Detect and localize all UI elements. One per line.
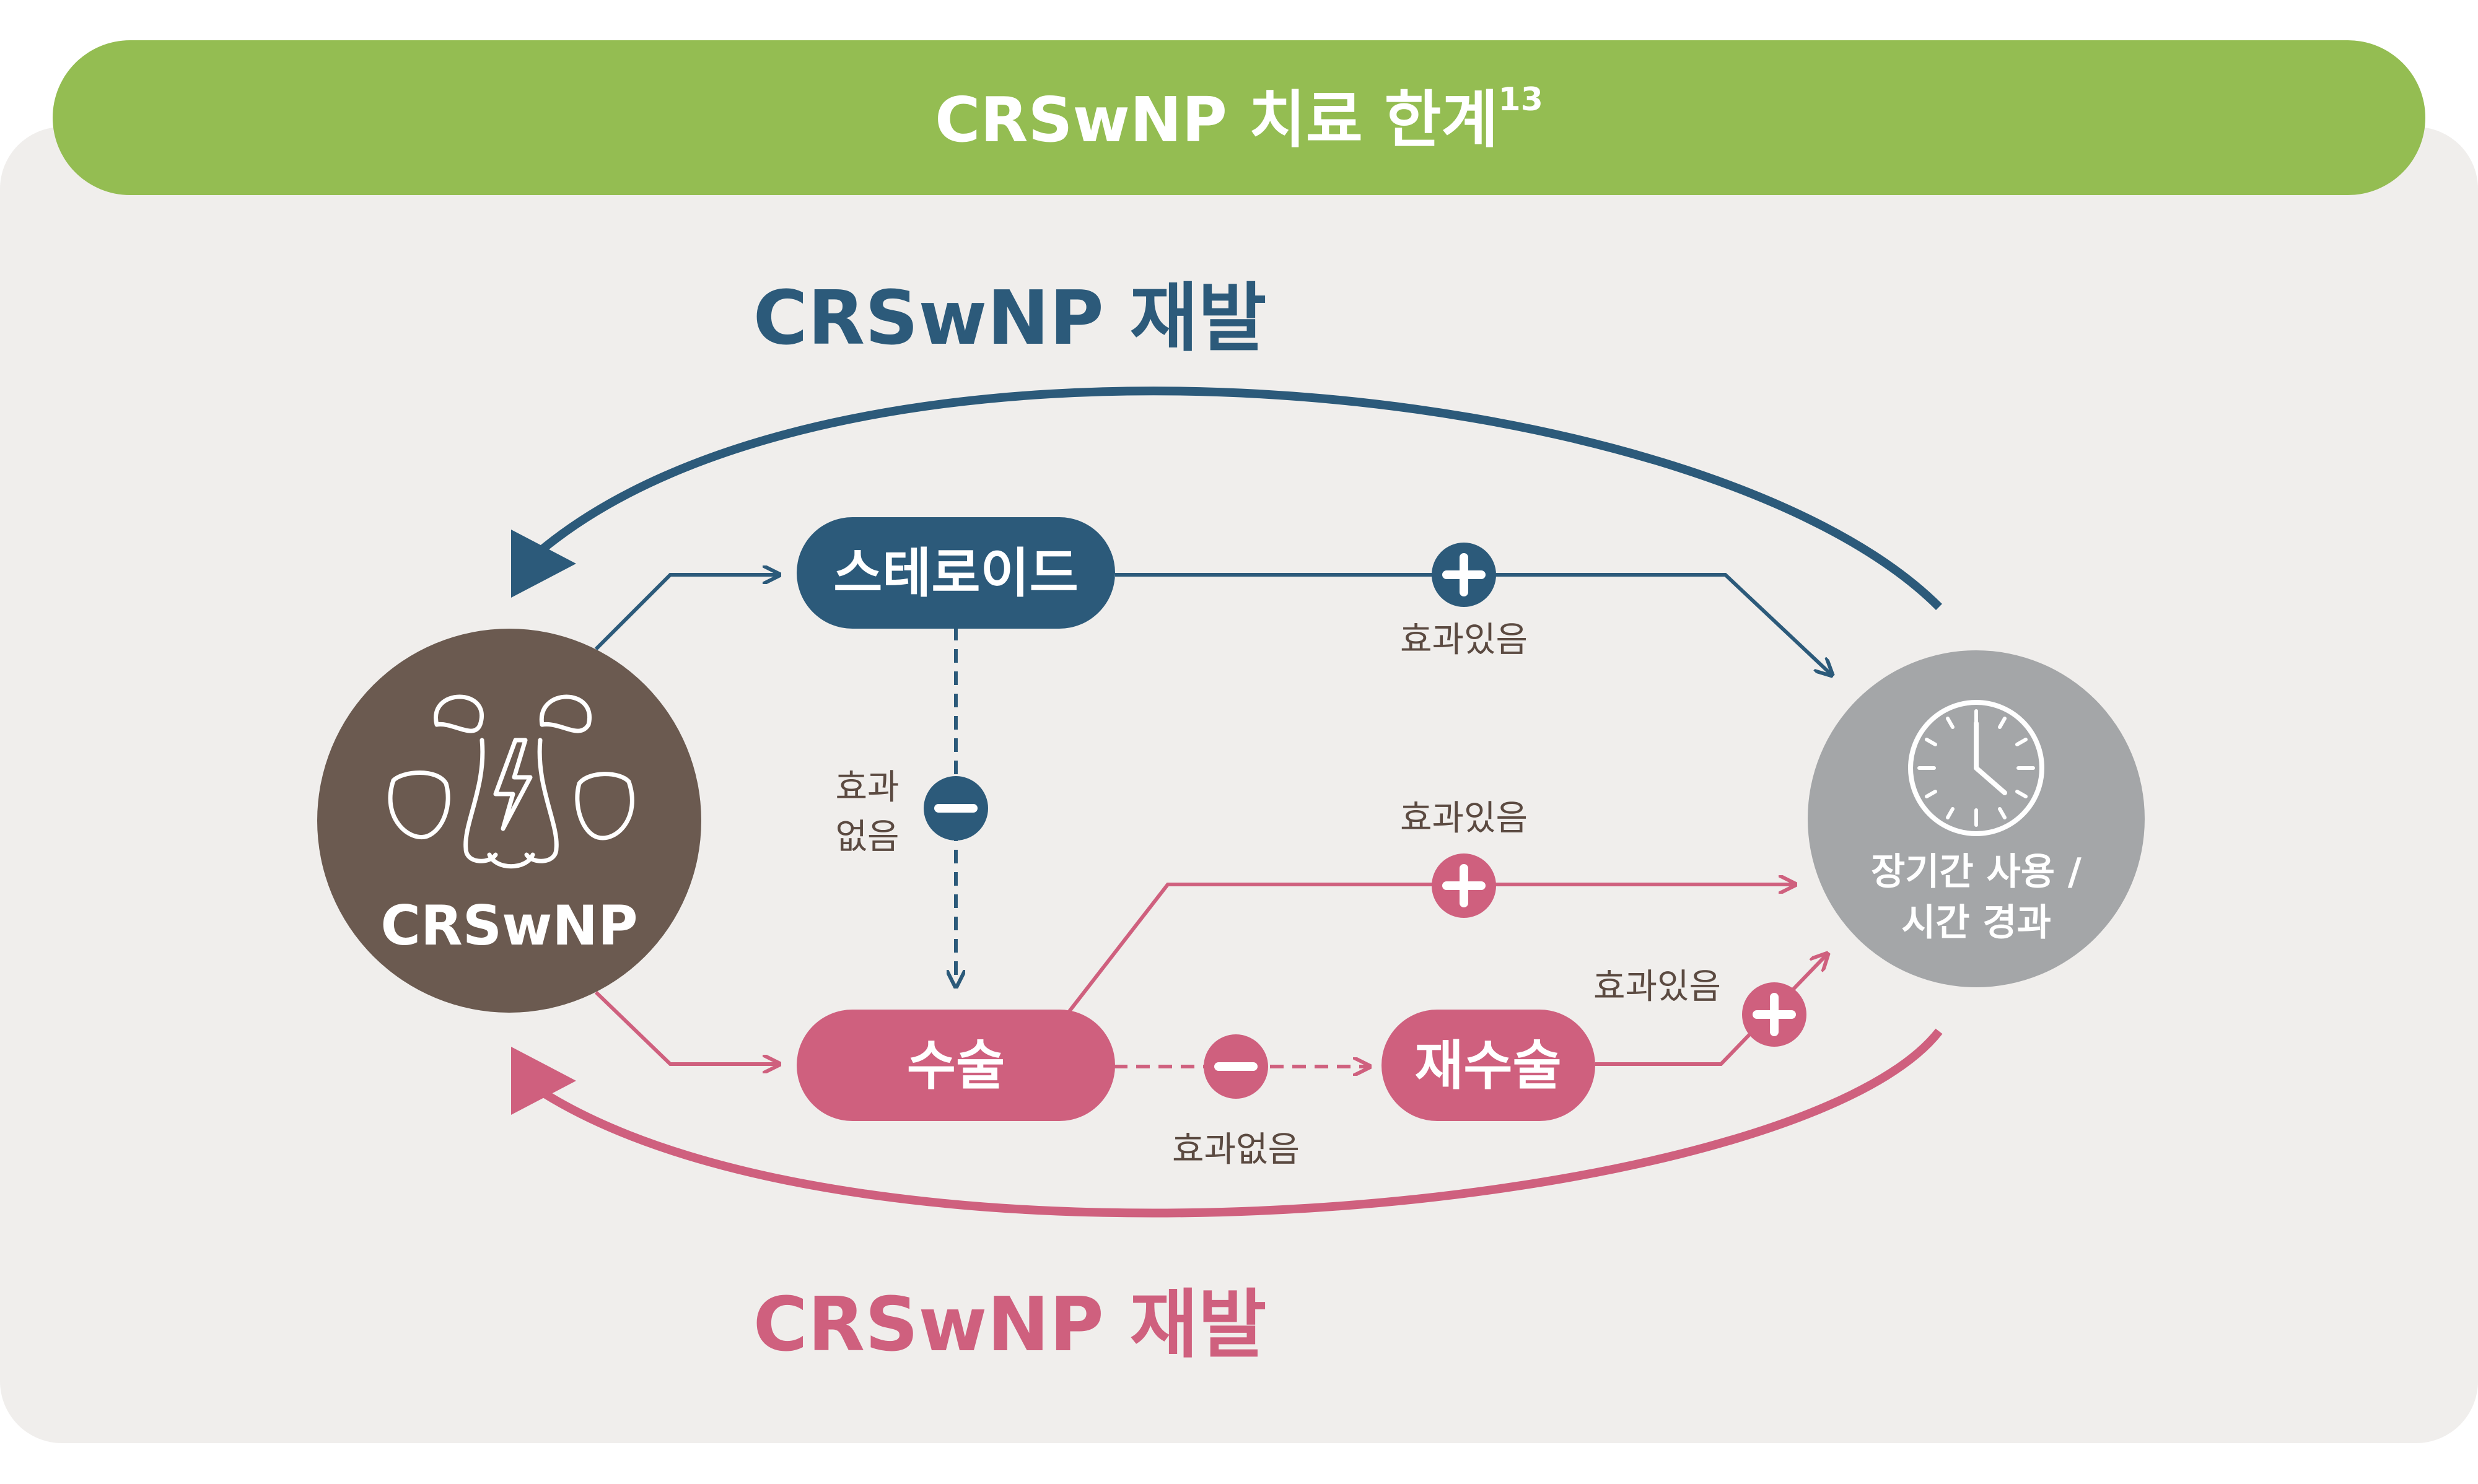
minus-icon	[924, 776, 988, 840]
line-steroid-to-longterm	[1115, 573, 1831, 674]
ineffective-label-vertical-2: 없음	[835, 817, 899, 857]
ineffective-label-vertical-1: 효과	[835, 767, 899, 808]
line-crswnp-to-steroid	[594, 575, 777, 651]
relapse-arc-top	[530, 386, 1942, 610]
plus-icon	[1432, 543, 1496, 607]
minus-icon	[1204, 1034, 1268, 1099]
relapse-bottom-title: CRSwNP 재발	[753, 1282, 1267, 1368]
nose-sinus-icon	[388, 694, 634, 869]
line-surgery-to-longterm	[1065, 884, 1793, 1016]
header-title: CRSwNP 치료 한계13	[935, 81, 1543, 156]
header-bar	[53, 40, 2425, 195]
long-term-label-line1: 장기간 사용 /	[1871, 850, 2082, 894]
background-panel	[0, 127, 2478, 1443]
effective-label-mid: 효과있음	[1400, 798, 1528, 839]
line-crswnp-to-surgery	[594, 990, 777, 1064]
plus-icon	[1432, 853, 1496, 918]
ineffective-label-bottom: 효과없음	[1172, 1130, 1300, 1170]
relapse-arrowhead-bottom	[511, 1047, 576, 1115]
steroid-pill	[797, 517, 1115, 629]
relapse-arc-bottom	[536, 1028, 1943, 1218]
long-term-label-line2: 시간 경과	[1901, 901, 2051, 945]
resurgery-label: 재수술	[1414, 1035, 1561, 1097]
effective-label-right: 효과있음	[1593, 967, 1721, 1007]
header-ref: 13	[1499, 81, 1543, 118]
relapse-top-title: CRSwNP 재발	[753, 276, 1267, 362]
resurgery-pill	[1381, 1010, 1595, 1121]
surgery-label: 수술	[907, 1035, 1005, 1097]
plus-icon	[1742, 982, 1806, 1047]
effective-label-top: 효과있음	[1400, 620, 1528, 660]
relapse-arrowhead-top	[511, 530, 576, 598]
surgery-pill	[797, 1010, 1115, 1121]
crswnp-label: CRSwNP	[380, 894, 637, 958]
steroid-label: 스테로이드	[833, 543, 1079, 605]
clock-icon	[1908, 700, 2044, 836]
